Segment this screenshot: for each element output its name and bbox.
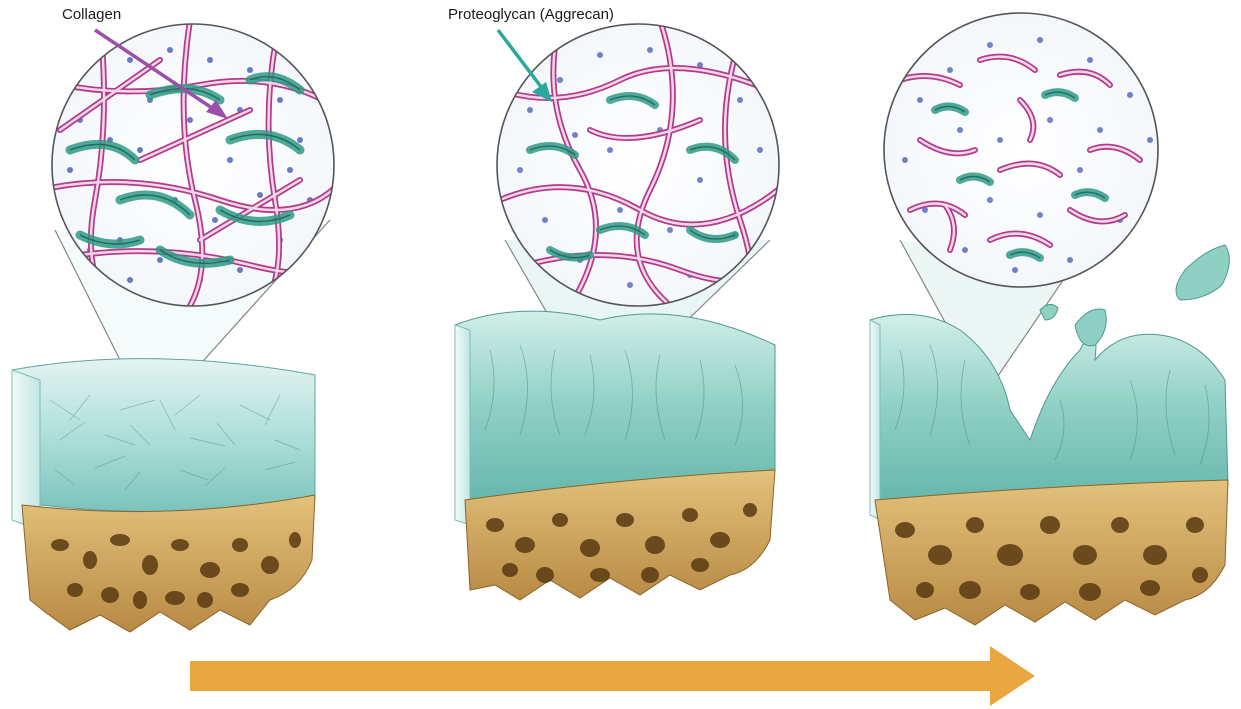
stage-3-cartilage-block xyxy=(870,240,1229,625)
cartilage-fragment-1 xyxy=(1176,245,1229,300)
cartilage-side-face-2 xyxy=(455,325,470,525)
cartilage-layer-2 xyxy=(455,311,775,500)
magnified-view-3 xyxy=(884,13,1158,287)
cartilage-layer-3 xyxy=(870,314,1228,500)
collagen-label: Collagen xyxy=(62,6,121,23)
subchondral-bone-3 xyxy=(875,480,1228,625)
cartilage-side-face-3 xyxy=(870,320,880,520)
cartilage-layer-1 xyxy=(12,359,315,512)
right-arrow-icon xyxy=(190,646,1035,706)
cartilage-fragment-2 xyxy=(1075,309,1106,346)
proteoglycan-label: Proteoglycan (Aggrecan) xyxy=(448,6,614,23)
